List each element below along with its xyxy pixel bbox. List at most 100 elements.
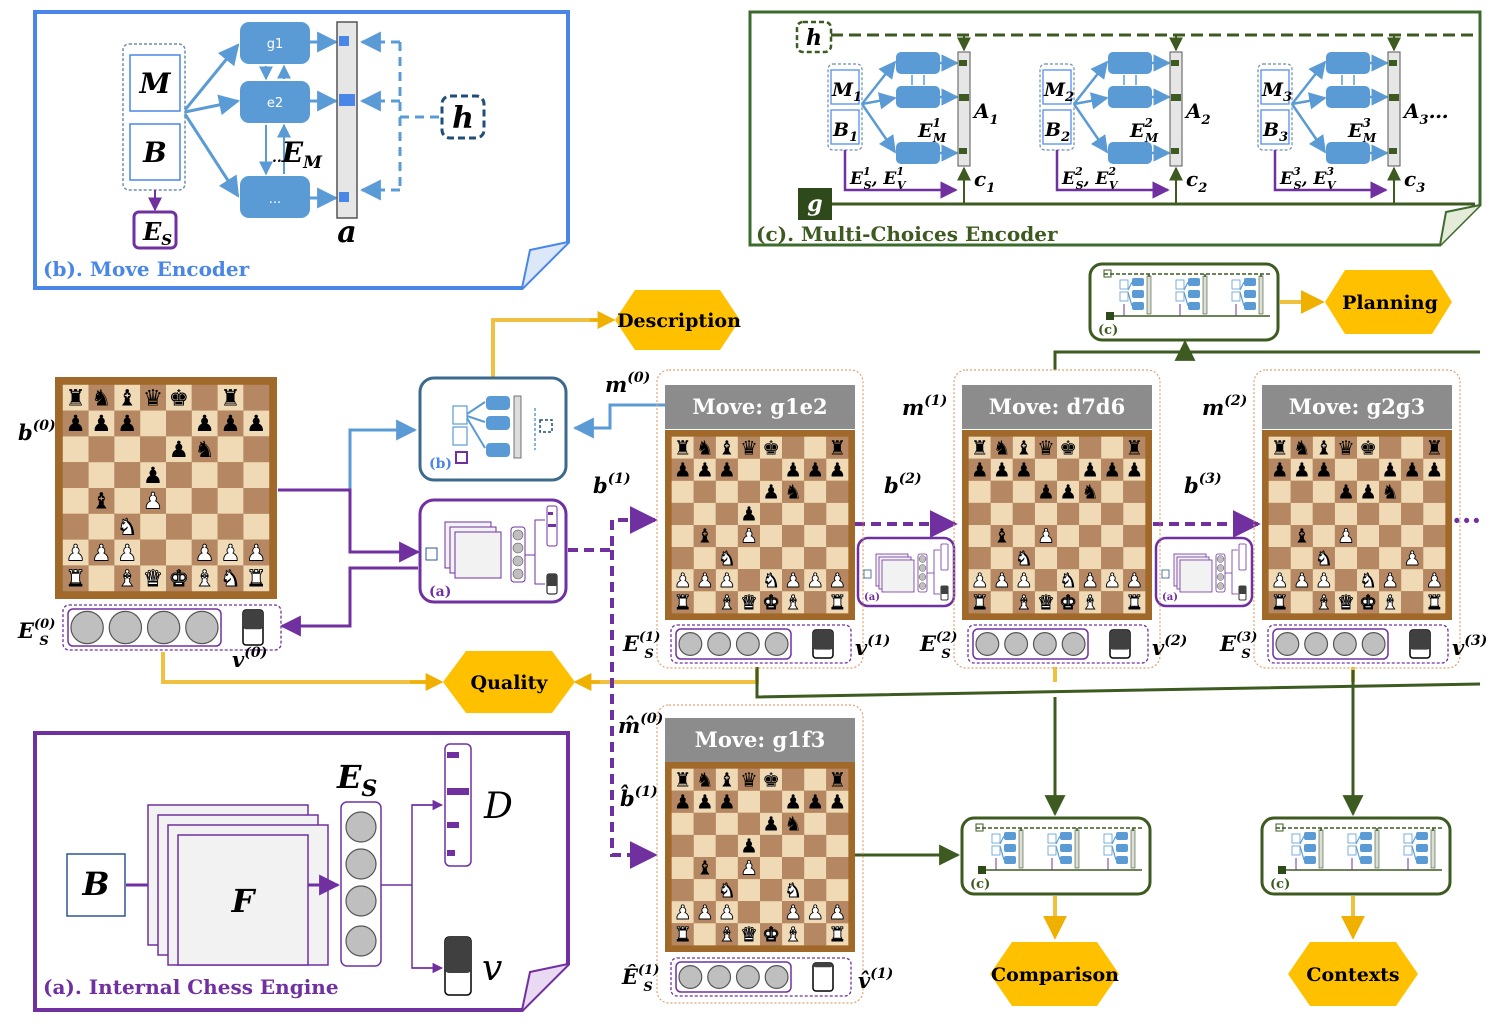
chess-piece: ♝ (1081, 591, 1098, 614)
chess-piece: ♛ (1337, 591, 1354, 614)
a-label: a (337, 215, 356, 250)
chess-piece: ♝ (1015, 436, 1032, 459)
es0-label: E(0)S (17, 617, 55, 649)
quality-hexagon (443, 651, 575, 713)
chess-piece: ♟ (807, 458, 824, 481)
chess-piece: ♞ (220, 566, 240, 592)
chess-piece: ♟ (807, 790, 824, 813)
chess-piece: ♟ (220, 411, 240, 437)
chess-piece: ♟ (993, 569, 1010, 592)
state-vector-3 (1267, 624, 1449, 664)
chess-piece: ♝ (696, 525, 713, 548)
m-input-box (129, 54, 181, 112)
chess-piece: ♟ (674, 569, 691, 592)
board-b2: ♜♞♝♛♚♜♟♟♟♟♟♟♟♟♞♝♟♞♟♟♟♞♟♟♟♜♝♛♚♝♜ (962, 430, 1152, 620)
comparison-hexagon (990, 942, 1119, 1006)
chess-piece: ♟ (718, 901, 735, 924)
chess-piece: ♟ (1426, 458, 1443, 481)
chess-piece: ♟ (784, 569, 801, 592)
chess-piece: ♟ (1315, 569, 1332, 592)
chess-piece: ♜ (65, 385, 85, 411)
chess-piece: ♟ (65, 540, 85, 566)
chess-piece: ♟ (674, 458, 691, 481)
move-column-1: Move: g1e2♜♞♝♛♚♜♟♟♟♟♟♟♟♞♟♝♟♞♟♟♟♞♟♟♟♜♝♛♚♝… (593, 369, 890, 669)
chess-engine-panel: B F ES D v (a). Internal Chess Engine (33, 731, 570, 1012)
b-input-label: B (142, 136, 167, 169)
engine-d-label: D (483, 786, 513, 827)
chess-piece: ♞ (784, 879, 801, 902)
chess-piece: ♟ (740, 857, 757, 880)
chess-piece: ♟ (829, 901, 846, 924)
es-label: E(2)S (919, 630, 957, 662)
chess-piece: ♟ (195, 540, 215, 566)
chess-piece: ♟ (1426, 569, 1443, 592)
chess-piece: ♜ (1271, 591, 1288, 614)
mc-b-label: B3 (1262, 119, 1288, 145)
chess-piece: ♛ (143, 566, 163, 592)
chess-piece: ♟ (718, 458, 735, 481)
mc-a-label: A2 (1184, 99, 1211, 128)
chess-piece: ♝ (1293, 525, 1310, 548)
chess-piece: ♝ (784, 923, 801, 946)
mini-engine-between-2: (a) (1154, 536, 1254, 608)
chess-piece: ♞ (195, 437, 215, 463)
chess-piece: ♟ (1293, 569, 1310, 592)
es-hat-label: Ê(1)S (621, 963, 659, 995)
chess-piece: ♟ (993, 458, 1010, 481)
chess-piece: ♟ (1126, 569, 1143, 592)
chess-piece: ♟ (718, 569, 735, 592)
chess-piece: ♚ (169, 385, 189, 411)
board-b3: ♜♞♝♛♚♜♟♟♟♟♟♟♟♟♞♝♟♞♟♟♟♟♞♟♟♜♝♛♚♝♜ (1262, 430, 1452, 620)
chess-piece: ♟ (740, 525, 757, 548)
flow-lines (161, 290, 1481, 940)
engine-es-vector (340, 801, 382, 967)
mc-a-label: A1 (972, 99, 999, 128)
chess-piece: ♛ (740, 768, 757, 791)
move-node-g1-label: g1 (267, 37, 284, 52)
chess-piece: ♟ (117, 411, 137, 437)
chess-piece: ♝ (1381, 591, 1398, 614)
a-vector-bar (336, 21, 358, 219)
h-input-box (440, 94, 486, 140)
m-input-label: M (139, 67, 172, 100)
chess-piece: ♟ (1381, 569, 1398, 592)
b-label: b(3) (1184, 471, 1222, 498)
chess-piece: ♟ (246, 540, 266, 566)
m-label: m(0) (605, 370, 650, 397)
es-output-label: ES (142, 217, 172, 249)
mini-b-label: (b) (429, 456, 452, 472)
chess-piece: ♟ (674, 901, 691, 924)
mini-move-encoder: (b) (418, 376, 568, 482)
chess-piece: ♜ (971, 591, 988, 614)
chess-piece: ♟ (971, 569, 988, 592)
chess-piece: ♝ (993, 525, 1010, 548)
chess-piece: ♜ (829, 436, 846, 459)
state-vector-2 (967, 624, 1149, 664)
chess-piece: ♚ (1359, 591, 1376, 614)
description-hexagon (615, 290, 740, 350)
chess-piece: ♜ (65, 566, 85, 592)
move-node-e2 (240, 81, 310, 123)
move-label: Move: g1e2 (692, 394, 827, 419)
chess-piece: ♚ (762, 591, 779, 614)
chess-piece: ♜ (829, 923, 846, 946)
quality-label: Quality (471, 672, 549, 694)
chess-piece: ♞ (696, 436, 713, 459)
mc-m-label: M1 (831, 79, 862, 105)
description-label: Description (617, 310, 741, 332)
chess-piece: ♜ (246, 566, 266, 592)
es-output-box (132, 210, 178, 250)
chess-piece: ♛ (740, 591, 757, 614)
chess-piece: ♜ (971, 436, 988, 459)
chess-piece: ♜ (1426, 436, 1443, 459)
move-node-e2-label: e2 (267, 96, 283, 111)
chess-piece: ♛ (1037, 591, 1054, 614)
chess-piece: ♞ (784, 480, 801, 503)
m-hat-label: m̂(0) (618, 711, 663, 738)
chess-piece: ♝ (784, 591, 801, 614)
